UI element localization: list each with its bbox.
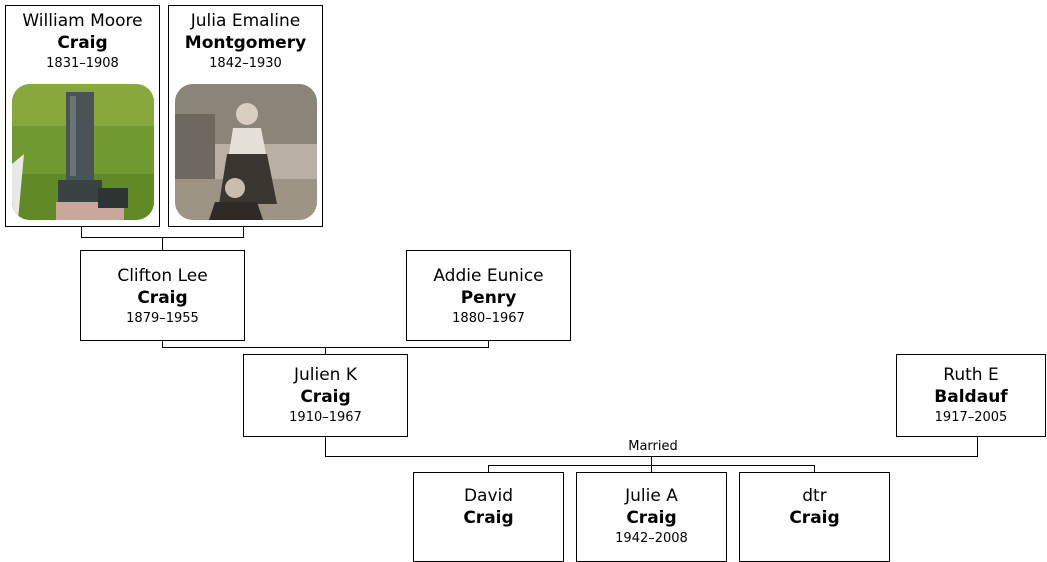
life-dates: 1880–1967	[452, 311, 525, 326]
surname: Baldauf	[934, 387, 1008, 407]
connector-line	[325, 436, 326, 456]
given-name: David	[463, 486, 514, 506]
person-card-julie-a-craig[interactable]: Julie A Craig 1942–2008	[576, 472, 727, 562]
given-name: dtr	[802, 486, 827, 506]
connector-line	[488, 465, 489, 473]
surname: Craig	[626, 508, 677, 528]
connector-line	[488, 340, 489, 347]
surname: Craig	[789, 508, 840, 528]
person-card-clifton-lee-craig[interactable]: Clifton Lee Craig 1879–1955	[80, 250, 245, 341]
life-dates: 1879–1955	[126, 311, 199, 326]
surname: Penry	[460, 288, 517, 308]
life-dates: 1917–2005	[934, 410, 1008, 425]
given-name: Addie Eunice	[433, 266, 544, 286]
connector-line	[651, 465, 652, 473]
connector-line	[162, 237, 163, 251]
person-card-ruth-e-baldauf[interactable]: Ruth E Baldauf 1917–2005	[896, 354, 1046, 437]
surname: Craig	[137, 288, 188, 308]
person-card-julia-emaline-montgomery[interactable]: Julia Emaline Montgomery 1842–1930	[168, 5, 323, 227]
life-dates: 1831–1908	[46, 56, 119, 71]
gravestone-photo	[12, 84, 154, 220]
marriage-label: Married	[618, 439, 688, 455]
surname: Craig	[463, 508, 514, 528]
person-card-dtr-craig[interactable]: dtr Craig	[739, 472, 890, 562]
given-name: Julie A	[625, 486, 678, 506]
life-dates: 1910–1967	[289, 410, 362, 425]
given-name: Julia Emaline	[190, 11, 301, 31]
surname: Craig	[300, 387, 351, 407]
surname: Craig	[57, 33, 108, 53]
given-name: Clifton Lee	[117, 266, 208, 286]
connector-line	[651, 456, 652, 465]
person-card-julien-k-craig[interactable]: Julien K Craig 1910–1967	[243, 354, 408, 437]
life-dates: 1842–1930	[209, 56, 282, 71]
person-card-david-craig[interactable]: David Craig	[413, 472, 564, 562]
given-name: Julien K	[293, 365, 358, 385]
life-dates: 1942–2008	[615, 531, 688, 546]
connector-line	[977, 436, 978, 456]
connector-line	[162, 340, 163, 347]
person-card-william-moore-craig[interactable]: William Moore Craig 1831–1908	[5, 5, 160, 227]
portrait-photo	[175, 84, 317, 220]
person-card-addie-eunice-penry[interactable]: Addie Eunice Penry 1880–1967	[406, 250, 571, 341]
given-name: Ruth E	[943, 365, 999, 385]
connector-line	[81, 226, 82, 237]
connector-line	[243, 226, 244, 237]
connector-line	[325, 347, 326, 354]
surname: Montgomery	[184, 33, 307, 53]
given-name: William Moore	[22, 11, 143, 31]
connector-line	[814, 465, 815, 473]
